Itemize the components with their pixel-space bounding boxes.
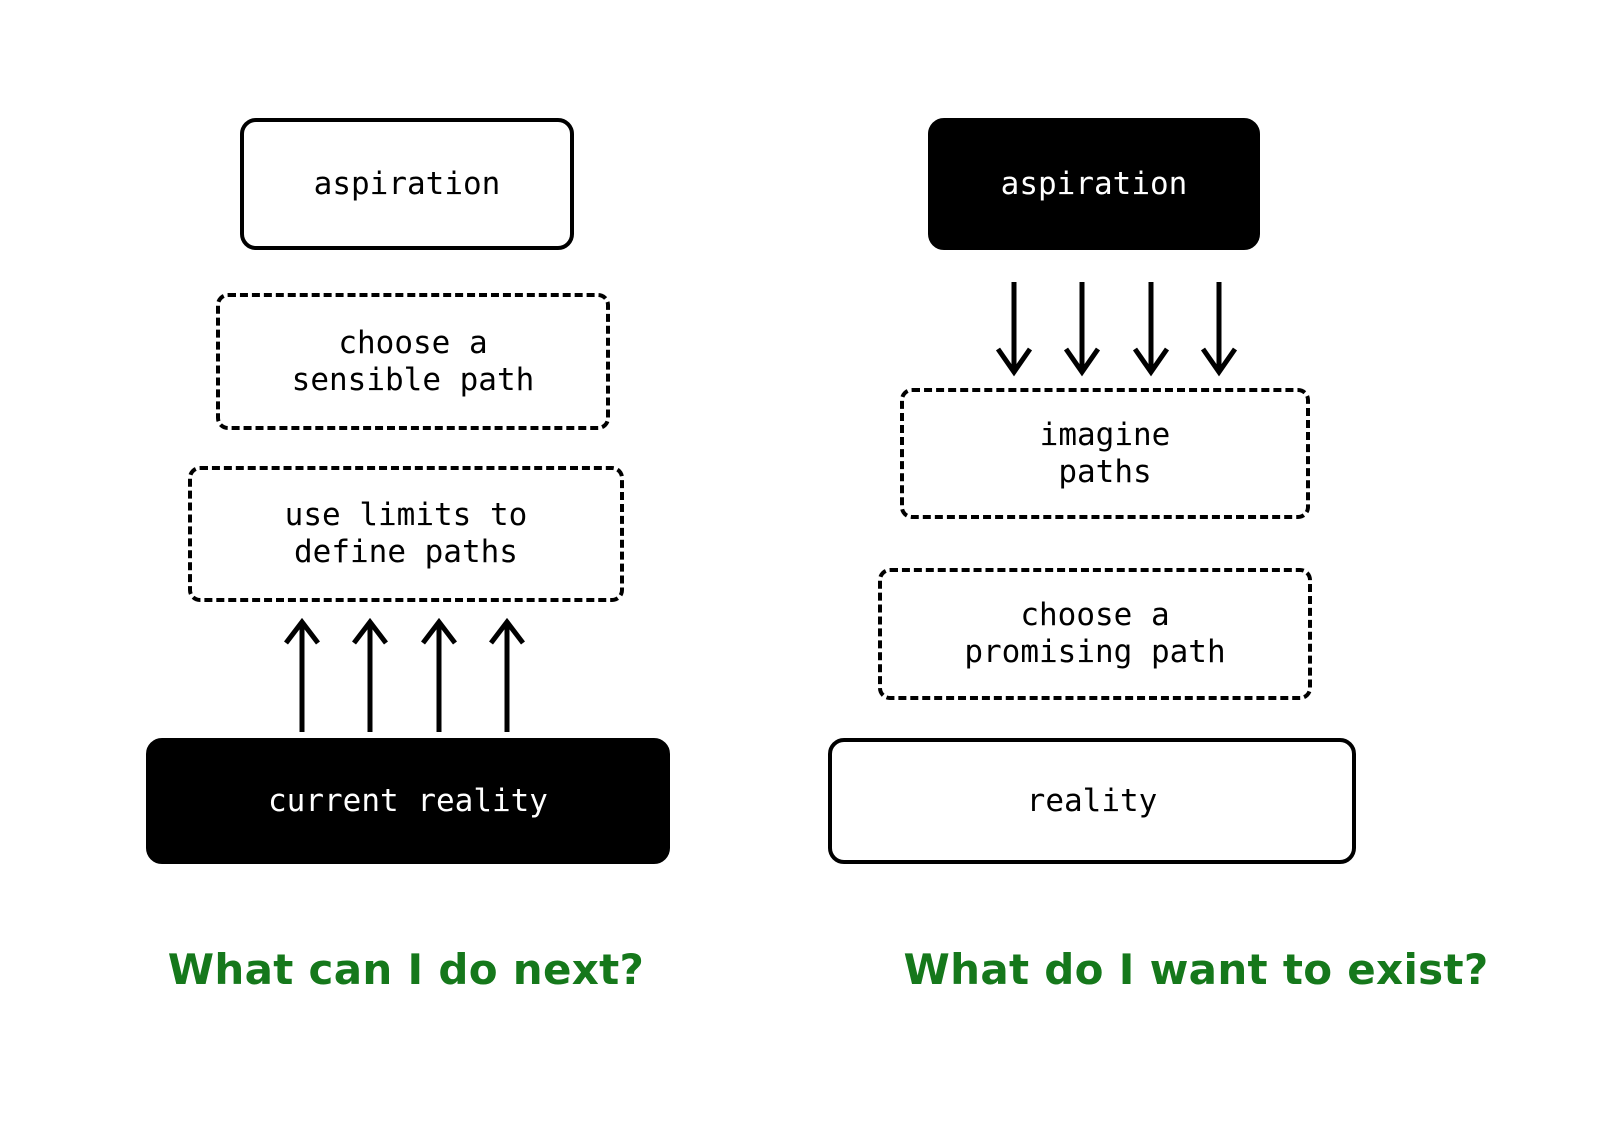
right-node-aspiration: aspiration: [928, 118, 1260, 250]
right-caption-question: What do I want to exist?: [903, 945, 1489, 994]
up-arrows-icon: [284, 617, 525, 732]
right-node-choose-promising-path: choose a promising path: [878, 568, 1312, 700]
left-node-aspiration: aspiration: [240, 118, 574, 250]
left-node-use-limits-define-paths: use limits to define paths: [188, 466, 624, 602]
left-arrows-up-group: [280, 616, 530, 732]
right-node-reality: reality: [828, 738, 1356, 864]
left-node-current-reality: current reality: [146, 738, 670, 864]
down-arrows-icon: [995, 282, 1238, 377]
left-caption-question: What can I do next?: [167, 945, 645, 994]
left-node-choose-sensible-path: choose a sensible path: [216, 293, 610, 430]
right-arrows-down-group: [992, 282, 1242, 377]
right-node-imagine-paths: imagine paths: [900, 388, 1310, 519]
